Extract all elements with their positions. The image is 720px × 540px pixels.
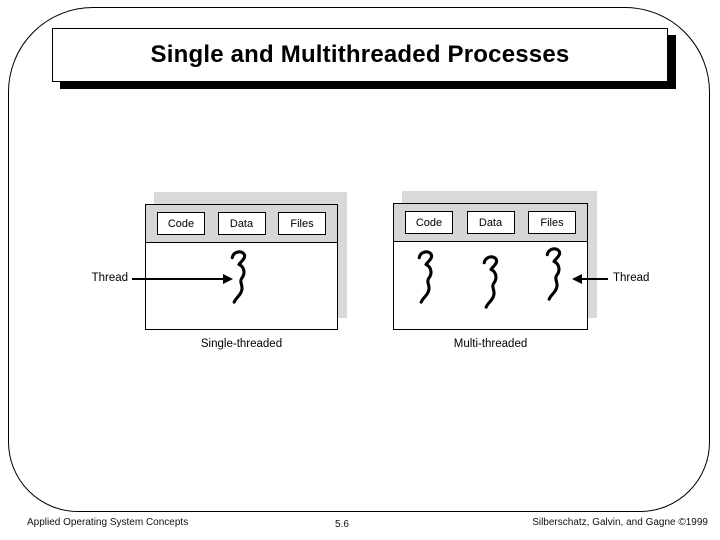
thread-arrow-line (132, 278, 224, 280)
code-segment-label: Code (167, 217, 195, 230)
memory-segment-band: Code Data Files (394, 204, 587, 242)
thread-arrow-right-icon (223, 274, 233, 284)
files-segment-label: Files (540, 216, 564, 229)
thread-label-single: Thread (91, 272, 128, 284)
title-box: Single and Multithreaded Processes (52, 28, 668, 82)
multi-threaded-caption: Multi-threaded (453, 338, 528, 350)
thread-squiggle-icon (417, 250, 434, 304)
single-threaded-caption: Single-threaded (200, 338, 283, 350)
code-segment: Code (405, 211, 453, 234)
thread-squiggle-icon (545, 247, 562, 301)
memory-segment-band: Code Data Files (146, 205, 337, 243)
single-threaded-process-box: Code Data Files (145, 204, 338, 330)
data-segment: Data (466, 211, 515, 234)
thread-squiggle-icon (482, 255, 499, 309)
code-segment-label: Code (415, 216, 443, 229)
single-process-body (146, 243, 337, 329)
files-segment: Files (278, 212, 326, 235)
files-segment: Files (528, 211, 576, 234)
data-segment-label: Data (478, 216, 503, 229)
data-segment-label: Data (229, 217, 254, 230)
thread-squiggle-icon (230, 250, 247, 304)
code-segment: Code (157, 212, 205, 235)
thread-arrow-left-icon (572, 274, 582, 284)
footer-slide-number: 5.6 (335, 519, 349, 530)
files-segment-label: Files (290, 217, 314, 230)
data-segment: Data (217, 212, 266, 235)
multi-threaded-process-box: Code Data Files (393, 203, 588, 330)
slide-rounded-border (8, 7, 710, 512)
footer-authors: Silberschatz, Galvin, and Gagne ©1999 (532, 517, 708, 528)
multi-process-body (394, 242, 587, 328)
footer-book-title: Applied Operating System Concepts (27, 517, 189, 528)
thread-label-multi: Thread (613, 272, 650, 284)
slide-title: Single and Multithreaded Processes (150, 41, 570, 68)
thread-arrow-line (581, 278, 608, 280)
